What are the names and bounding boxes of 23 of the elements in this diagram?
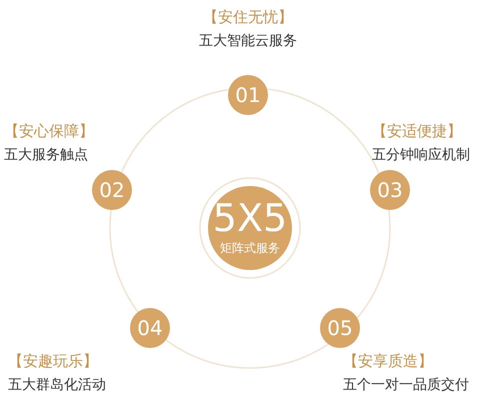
item-description: 五大服务触点 xyxy=(4,146,88,164)
step-number: 01 xyxy=(235,85,261,105)
number-circle xyxy=(228,75,268,115)
center-subtitle: 矩阵式服务 xyxy=(220,240,280,257)
item-heading: 【安趣玩乐】 xyxy=(8,352,98,371)
number-circle xyxy=(370,170,410,210)
number-circle xyxy=(92,170,132,210)
item-heading: 【安住无忧】 xyxy=(203,8,293,27)
item-heading: 【安适便捷】 xyxy=(372,122,462,141)
step-number: 02 xyxy=(99,180,125,200)
step-number: 04 xyxy=(137,318,163,338)
item-description: 五大群岛化活动 xyxy=(8,376,106,394)
item-description: 五个一对一品质交付 xyxy=(343,376,469,394)
item-heading: 【安享质造】 xyxy=(343,352,433,371)
number-circle xyxy=(130,308,170,348)
step-number: 05 xyxy=(327,318,353,338)
item-description: 五分钟响应机制 xyxy=(372,146,470,164)
step-number: 03 xyxy=(377,180,403,200)
number-circle xyxy=(320,308,360,348)
center-title: 5X5 xyxy=(212,199,288,237)
center-circle xyxy=(208,186,292,270)
item-heading: 【安心保障】 xyxy=(4,122,94,141)
item-description: 五大智能云服务 xyxy=(199,32,297,50)
